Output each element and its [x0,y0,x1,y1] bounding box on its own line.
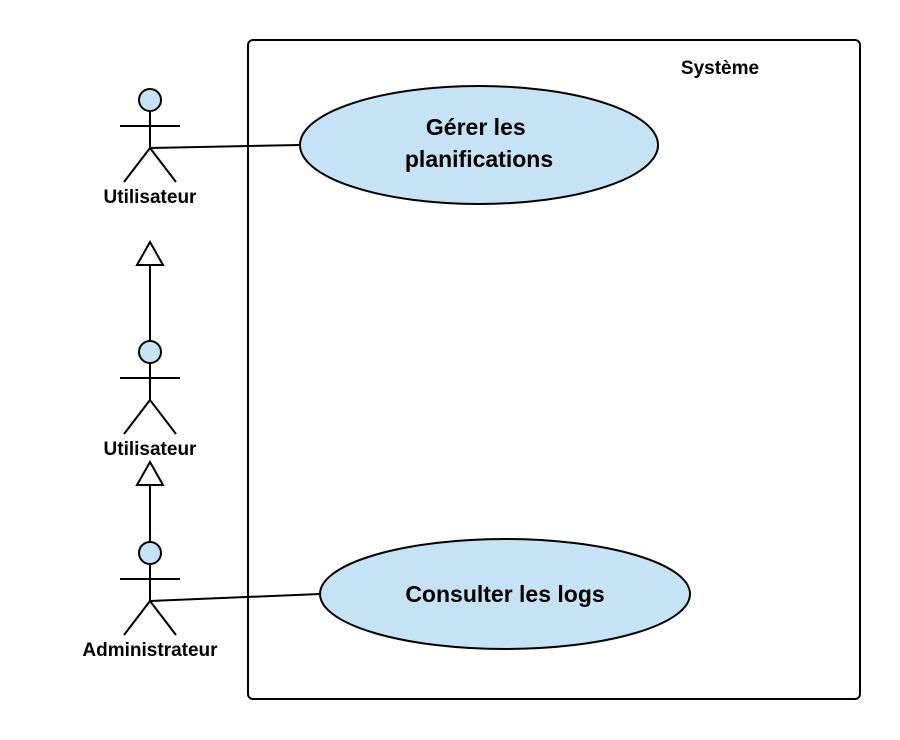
usecase-label-line: Gérer les [426,114,526,140]
actor-utilisateur[interactable]: Utilisateur [104,88,198,208]
usecase-ellipse [319,538,691,650]
usecase-label: Consulter les logs [405,581,604,607]
system-boundary-box [247,39,861,700]
system-boundary[interactable]: Système [247,39,861,700]
system-label: Système [681,58,759,79]
stick-figure-icon [120,88,180,183]
association-line-user-planifications[interactable] [149,144,301,149]
usecase-label-line: planifications [405,146,553,172]
usecase-label: Gérer les planifications [405,114,553,172]
actor-label: Utilisateur [104,187,198,208]
usecase-ellipse [299,85,659,205]
stick-figure-icon [120,340,180,435]
usecase-gerer-planifications[interactable]: Gérer les planifications [299,85,659,205]
usecase-consulter-logs[interactable]: Consulter les logs [319,538,691,650]
actor-administrateur[interactable]: Administrateur [82,541,218,661]
actor-label: Utilisateur [104,439,198,460]
association-line-admin-logs[interactable] [149,593,321,602]
generalization-arrowhead [135,239,165,266]
actor-label: Administrateur [82,640,218,661]
actor-utilisateur-2[interactable]: Utilisateur [104,340,198,460]
generalization-arrow-admin[interactable] [135,459,165,543]
generalization-arrowhead [135,459,165,486]
stick-figure-icon [120,541,180,636]
generalization-arrow-user[interactable] [135,239,165,342]
